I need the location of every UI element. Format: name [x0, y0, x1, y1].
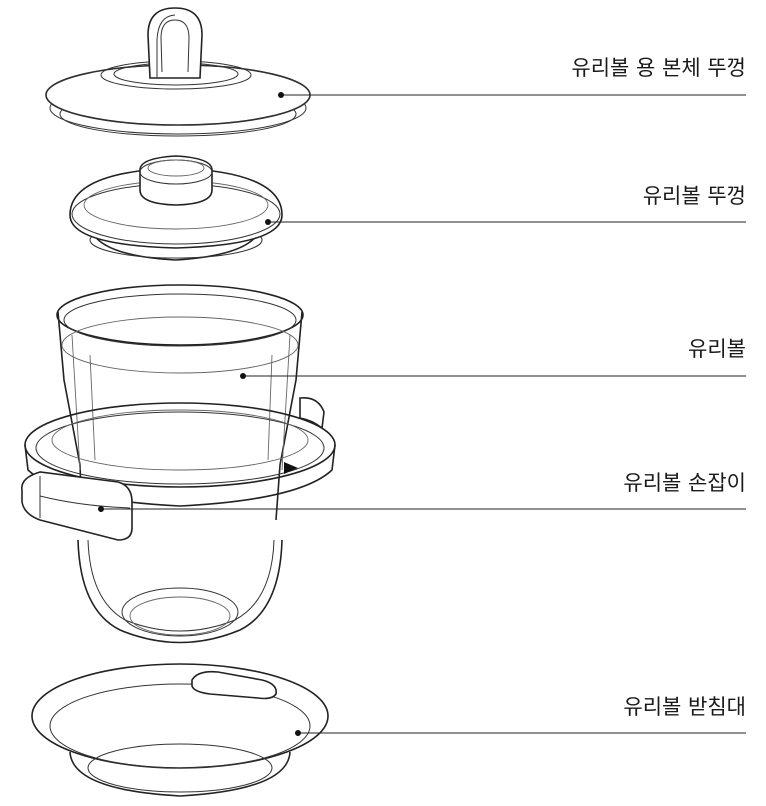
- label-bowl-lid: 유리볼 뚜껑: [642, 184, 746, 208]
- leader-dot-stand: [295, 730, 301, 736]
- leader-dot-bowl-lid: [265, 219, 271, 225]
- bowl-handle-part: [21, 396, 336, 541]
- label-bowl: 유리볼: [688, 337, 746, 361]
- bowl-lid-part: [69, 155, 283, 261]
- label-body-lid: 유리볼 용 본체 뚜껑: [571, 56, 746, 80]
- label-handle: 유리볼 손잡이: [623, 471, 746, 495]
- glass-bowl-part: [56, 284, 304, 644]
- leader-dot-bowl: [240, 373, 246, 379]
- body-lid-part: [45, 7, 311, 137]
- leader-dot-body-lid: [278, 92, 284, 98]
- leader-lines: [98, 92, 746, 736]
- bowl-stand-part: [31, 663, 329, 797]
- label-stand: 유리볼 받침대: [623, 695, 746, 719]
- leader-dot-handle: [98, 506, 104, 512]
